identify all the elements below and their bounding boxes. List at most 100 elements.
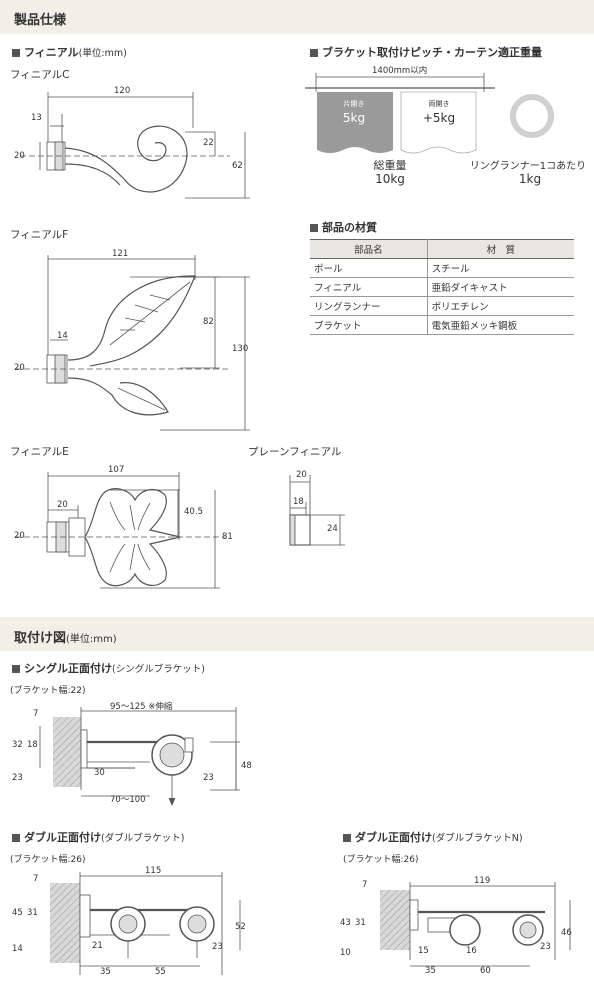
plain-dim-24: 24 <box>327 524 338 534</box>
materials-header-row: 部品名 材 質 <box>310 239 574 259</box>
plain-finial-drawing <box>289 475 345 546</box>
finial-f-dim-82: 82 <box>203 317 214 327</box>
bullet-square-icon <box>12 834 20 842</box>
finial-e-label: フィニアルE <box>10 446 69 458</box>
double-n-bracket-width: (ブラケット幅:26) <box>343 855 419 865</box>
single-dim-30: 30 <box>94 768 105 778</box>
panel-single-open-label: 片開き <box>343 100 365 108</box>
bullet-square-icon <box>310 224 318 232</box>
section-band-spec <box>0 0 594 34</box>
double-dim-55: 55 <box>155 967 166 977</box>
double-dim-21: 21 <box>92 941 103 951</box>
cell-part: リングランナー <box>310 296 428 316</box>
finial-f-dim-130: 130 <box>232 344 249 354</box>
double-mount-drawing <box>50 872 241 975</box>
finial-e-drawing <box>15 472 225 589</box>
finial-f-dim-14: 14 <box>57 331 68 341</box>
bullet-square-icon <box>12 49 20 57</box>
finial-e-dim-40-5: 40.5 <box>184 507 203 517</box>
finial-f-dim-121: 121 <box>112 249 129 259</box>
finial-c-dim-13: 13 <box>31 113 42 123</box>
ring-weight-value: 1kg <box>518 172 542 186</box>
section-title-mount: 取付け図(単位:mm) <box>14 631 117 646</box>
double-n-dim-31: 31 <box>355 918 366 928</box>
finial-c-dim-20: 20 <box>14 151 25 161</box>
double-n-dim-15: 15 <box>418 946 429 956</box>
plain-dim-20: 20 <box>296 470 307 480</box>
bullet-square-icon <box>310 49 318 57</box>
panel-double-open-label: 両開き <box>428 100 450 108</box>
single-dim-23a: 23 <box>12 773 23 783</box>
plain-finial-label: プレーンフィニアル <box>248 446 342 458</box>
bracket-weight-header: ブラケット取付けピッチ・カーテン適正重量 <box>310 44 542 60</box>
cell-material: スチール <box>427 258 574 278</box>
finial-e-dim-20a: 20 <box>57 500 68 510</box>
double-dim-115: 115 <box>145 866 162 876</box>
plain-dim-18: 18 <box>293 497 304 507</box>
total-weight-value: 10kg <box>375 172 405 186</box>
col-material: 材 質 <box>427 239 574 259</box>
double-dim-35: 35 <box>100 967 111 977</box>
single-dim-48: 48 <box>241 761 252 771</box>
cell-part: ブラケット <box>310 315 428 335</box>
double-n-dim-35: 35 <box>425 966 436 976</box>
materials-table: 部品名 材 質 ポール スチール フィニアル 亜鉛ダイキャスト リングランナー … <box>310 239 574 335</box>
table-row: ポール スチール <box>310 258 574 278</box>
finial-c-dim-width: 120 <box>114 86 131 96</box>
section-title-spec: 製品仕様 <box>14 13 67 28</box>
table-row: ブラケット 電気亜鉛メッキ鋼板 <box>310 315 574 335</box>
materials-header: 部品の材質 <box>310 219 377 235</box>
finial-f-dim-20: 20 <box>14 363 25 373</box>
double-n-dim-43: 43 <box>340 918 351 928</box>
double-bracket-width: (ブラケット幅:26) <box>10 855 86 865</box>
double-dim-31: 31 <box>27 908 38 918</box>
finial-c-drawing <box>20 92 250 199</box>
single-bracket-width: (ブラケット幅:22) <box>10 686 86 696</box>
double-dim-7: 7 <box>33 874 39 884</box>
double-mount-header: ダブル正面付け(ダブルブラケット) <box>12 829 184 845</box>
finial-e-dim-20b: 20 <box>14 531 25 541</box>
finial-header: フィニアル(単位:mm) <box>12 44 127 60</box>
finial-c-label: フィニアルC <box>10 69 70 81</box>
double-n-dim-10: 10 <box>340 948 351 958</box>
section-band-mount <box>0 617 594 651</box>
ring-weight-label: リングランナー1コあたり <box>469 161 587 172</box>
bullet-square-icon <box>343 834 351 842</box>
single-dim-23b: 23 <box>203 773 214 783</box>
double-n-dim-23: 23 <box>540 942 551 952</box>
single-dim-18: 18 <box>27 740 38 750</box>
col-part-name: 部品名 <box>310 239 428 259</box>
finial-c-dim-62: 62 <box>232 161 243 171</box>
table-row: フィニアル 亜鉛ダイキャスト <box>310 277 574 297</box>
double-n-mount-header: ダブル正面付け(ダブルブラケットN) <box>343 829 523 845</box>
double-n-dim-46: 46 <box>561 928 572 938</box>
double-n-mount-drawing <box>380 882 571 967</box>
single-dim-7: 7 <box>33 709 39 719</box>
cell-part: ポール <box>310 258 428 278</box>
double-dim-23: 23 <box>212 942 223 952</box>
cell-material: ポリエチレン <box>427 296 574 316</box>
finial-e-dim-81: 81 <box>222 532 233 542</box>
double-n-dim-119: 119 <box>474 876 491 886</box>
panel-double-open-weight: +5kg <box>422 111 456 125</box>
single-dim-32: 32 <box>12 740 23 750</box>
finial-f-label: フィニアルF <box>10 229 69 241</box>
double-dim-14: 14 <box>12 944 23 954</box>
table-row: リングランナー ポリエチレン <box>310 296 574 316</box>
single-mount-header: シングル正面付け(シングルブラケット) <box>12 660 205 676</box>
double-n-dim-16: 16 <box>466 946 477 956</box>
single-dim-70-100: 70～100 <box>110 795 146 805</box>
double-n-dim-7: 7 <box>362 880 368 890</box>
total-weight-label: 総重量 <box>373 159 407 172</box>
finial-f-drawing <box>15 255 250 431</box>
bracket-weight-drawing <box>305 73 554 154</box>
single-mount-drawing <box>39 707 240 807</box>
cell-part: フィニアル <box>310 277 428 297</box>
double-dim-52: 52 <box>235 922 246 932</box>
finial-c-dim-22: 22 <box>203 138 214 148</box>
double-dim-45: 45 <box>12 908 23 918</box>
cell-material: 亜鉛ダイキャスト <box>427 277 574 297</box>
panel-single-open-weight: 5kg <box>342 111 366 125</box>
